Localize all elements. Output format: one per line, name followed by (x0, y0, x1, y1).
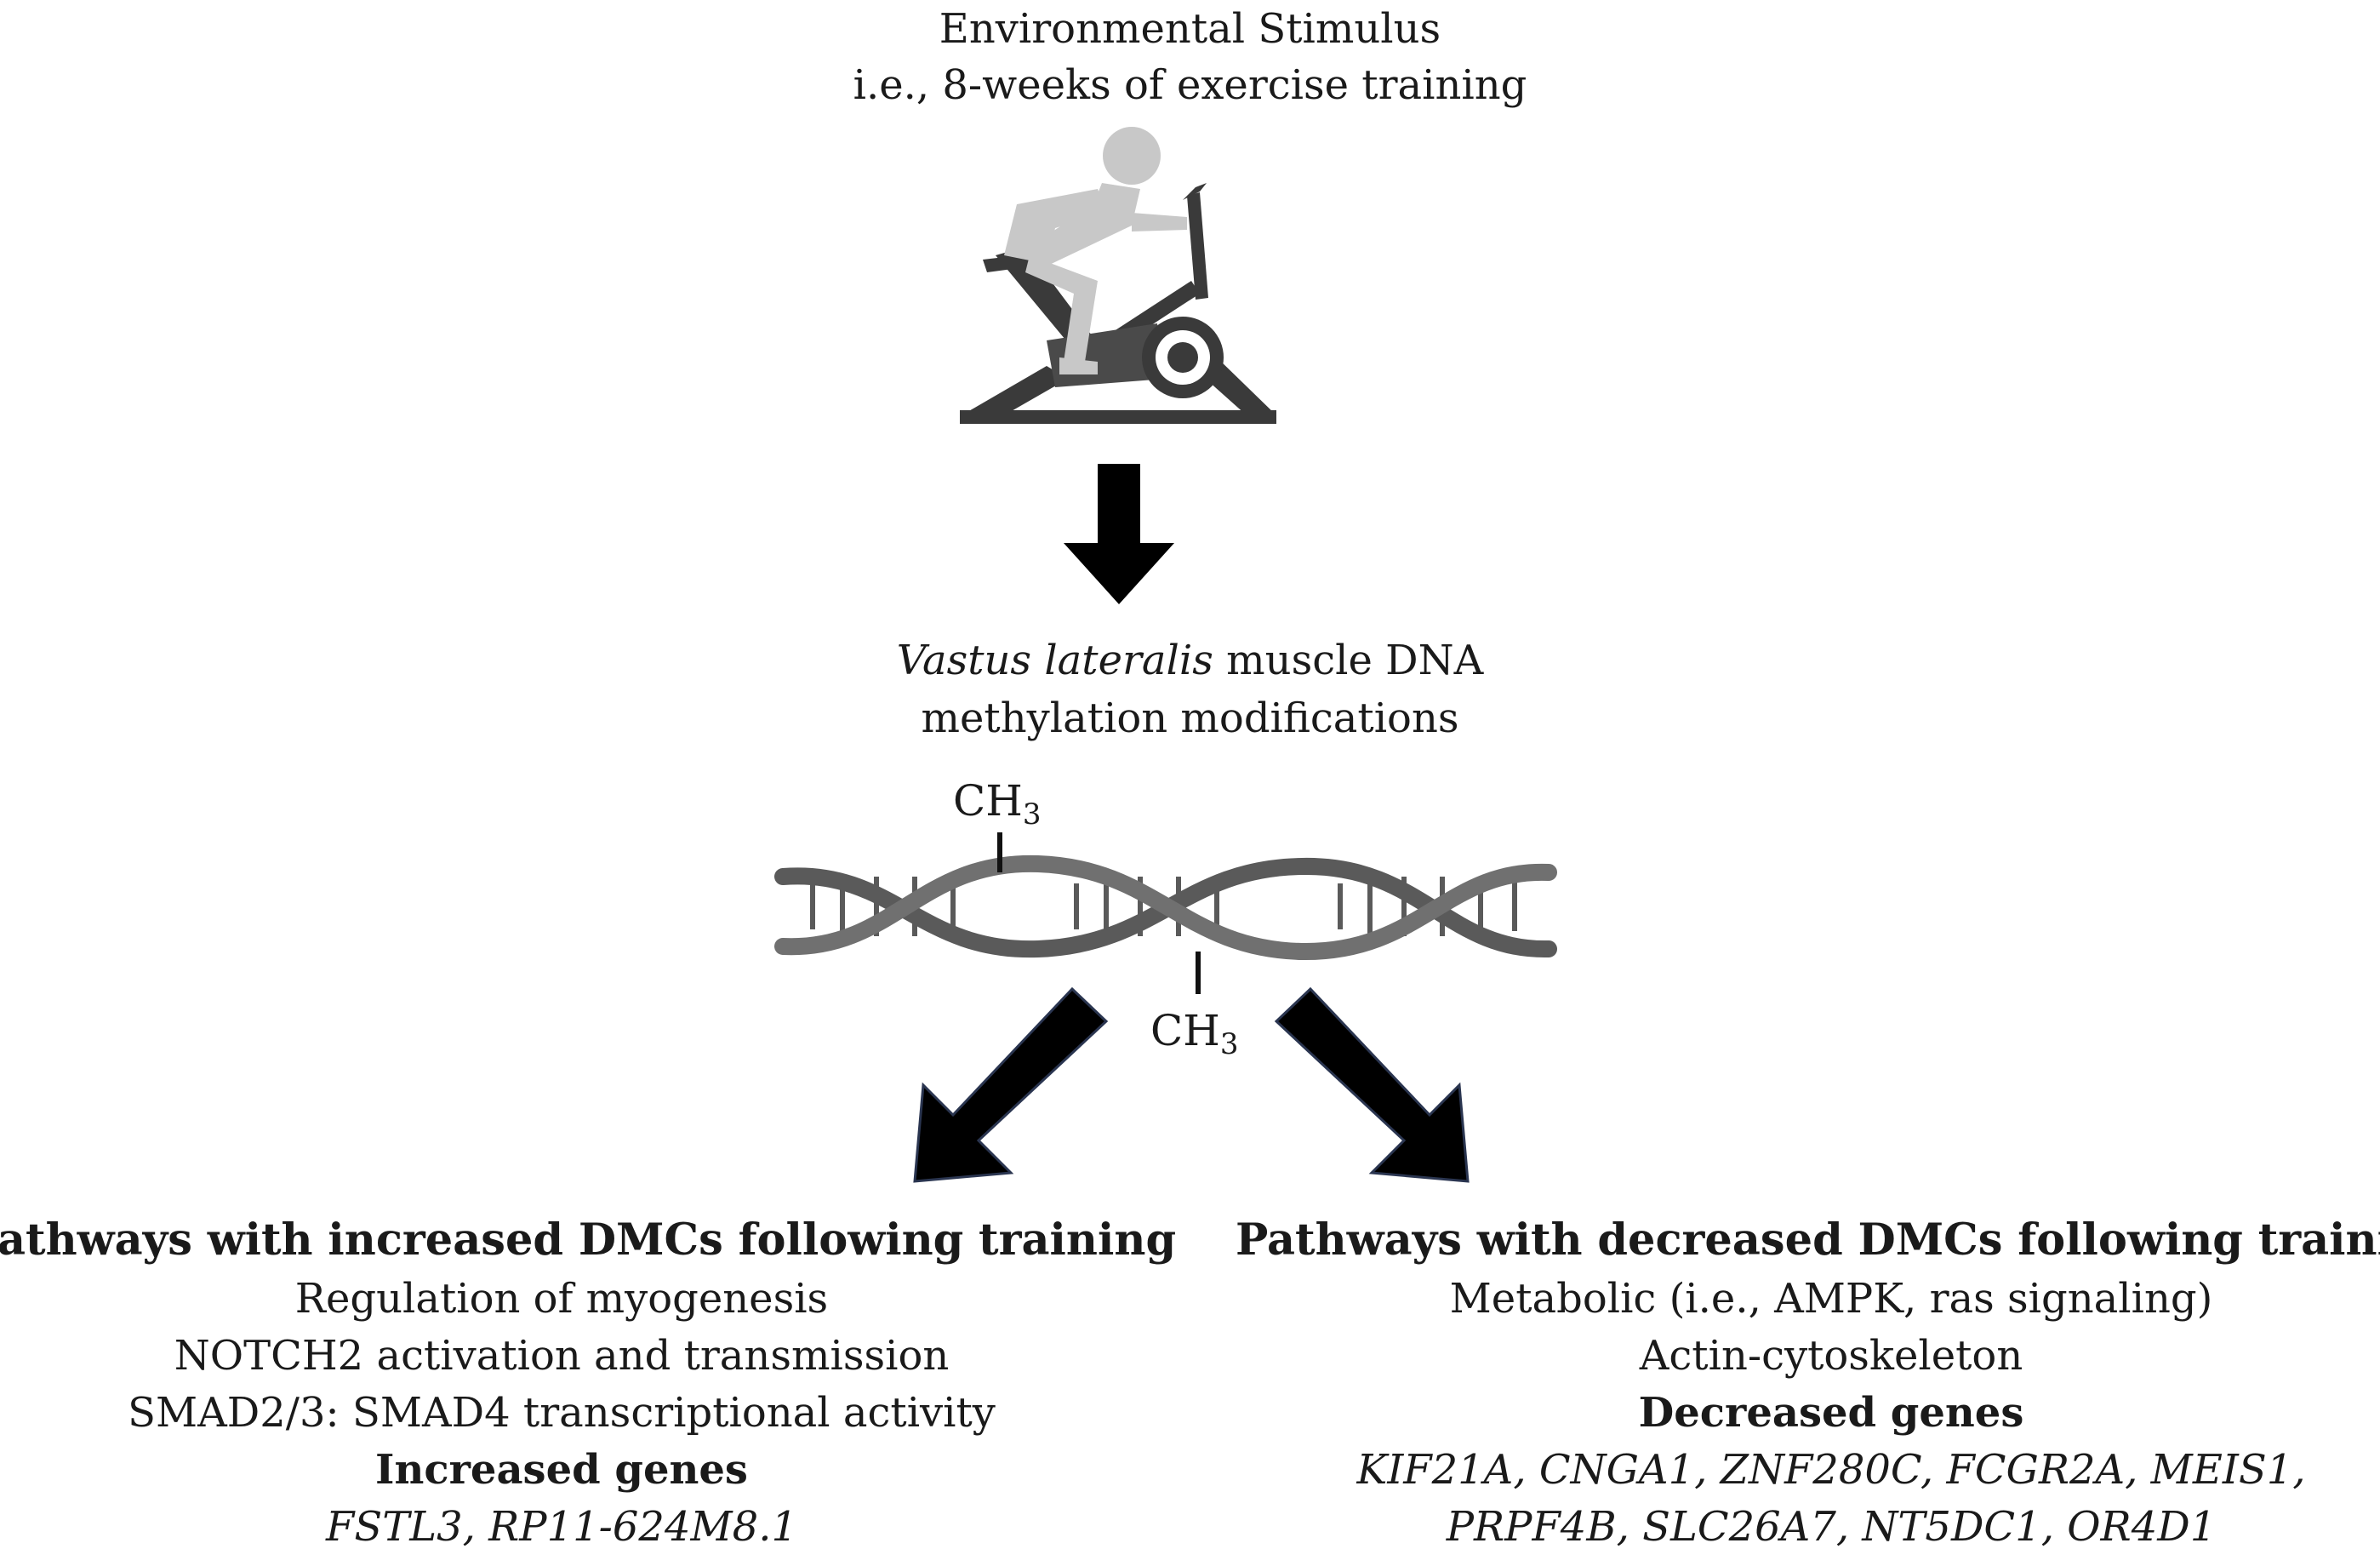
decreased-heading: Pathways with decreased DMCs following t… (1236, 1215, 2380, 1266)
decreased-pathway: Metabolic (i.e., AMPK, ras signaling) (1449, 1275, 2213, 1323)
increased-genes-heading: Increased genes (375, 1446, 748, 1494)
increased-pathway: NOTCH2 activation and transmission (174, 1332, 950, 1380)
methyl-group-bottom: CH3 (1150, 1006, 1239, 1061)
increased-column: Pathways with increased DMCs following t… (0, 1215, 1177, 1563)
dna-label-line2: methylation modifications (921, 694, 1459, 742)
dna-label-italic: Vastus lateralis (896, 637, 1213, 684)
stimulus-block: Environmental Stimulus i.e., 8-weeks of … (0, 9, 2380, 121)
stimulus-title: Environmental Stimulus (939, 5, 1441, 53)
decreased-pathway: Actin-cytoskeleton (1639, 1332, 2023, 1380)
decreased-genes: KIF21A, CNGA1, ZNF280C, FCGR2A, MEIS1, (1356, 1446, 2306, 1494)
increased-heading: Pathways with increased DMCs following t… (0, 1215, 1177, 1266)
exercise-bike-icon (960, 127, 1276, 424)
increased-genes: FSTL3, RP11-624M8.1 (326, 1503, 797, 1551)
dna-label: Vastus lateralis muscle DNA methylation … (0, 640, 2380, 756)
increased-pathway: SMAD2/3: SMAD4 transcriptional activity (128, 1389, 996, 1437)
decreased-genes-heading: Decreased genes (1638, 1389, 2024, 1437)
decreased-column: Pathways with decreased DMCs following t… (1236, 1219, 2380, 1563)
dna-label-rest: muscle DNA (1213, 637, 1484, 684)
arrow-down-right-icon (1274, 986, 1470, 1183)
decreased-genes: PRPF4B, SLC26A7, NT5DC1, OR4D1 (1446, 1503, 2217, 1551)
methyl-group-top: CH3 (953, 776, 1042, 832)
arrow-down-icon (1064, 464, 1174, 604)
dna-label-line1: Vastus lateralis muscle DNA (0, 640, 2380, 681)
arrow-down-left-icon (913, 986, 1109, 1183)
stimulus-subtitle: i.e., 8-weeks of exercise training (853, 61, 1527, 109)
increased-pathway: Regulation of myogenesis (294, 1275, 829, 1323)
dna-helix-icon (774, 832, 1557, 994)
